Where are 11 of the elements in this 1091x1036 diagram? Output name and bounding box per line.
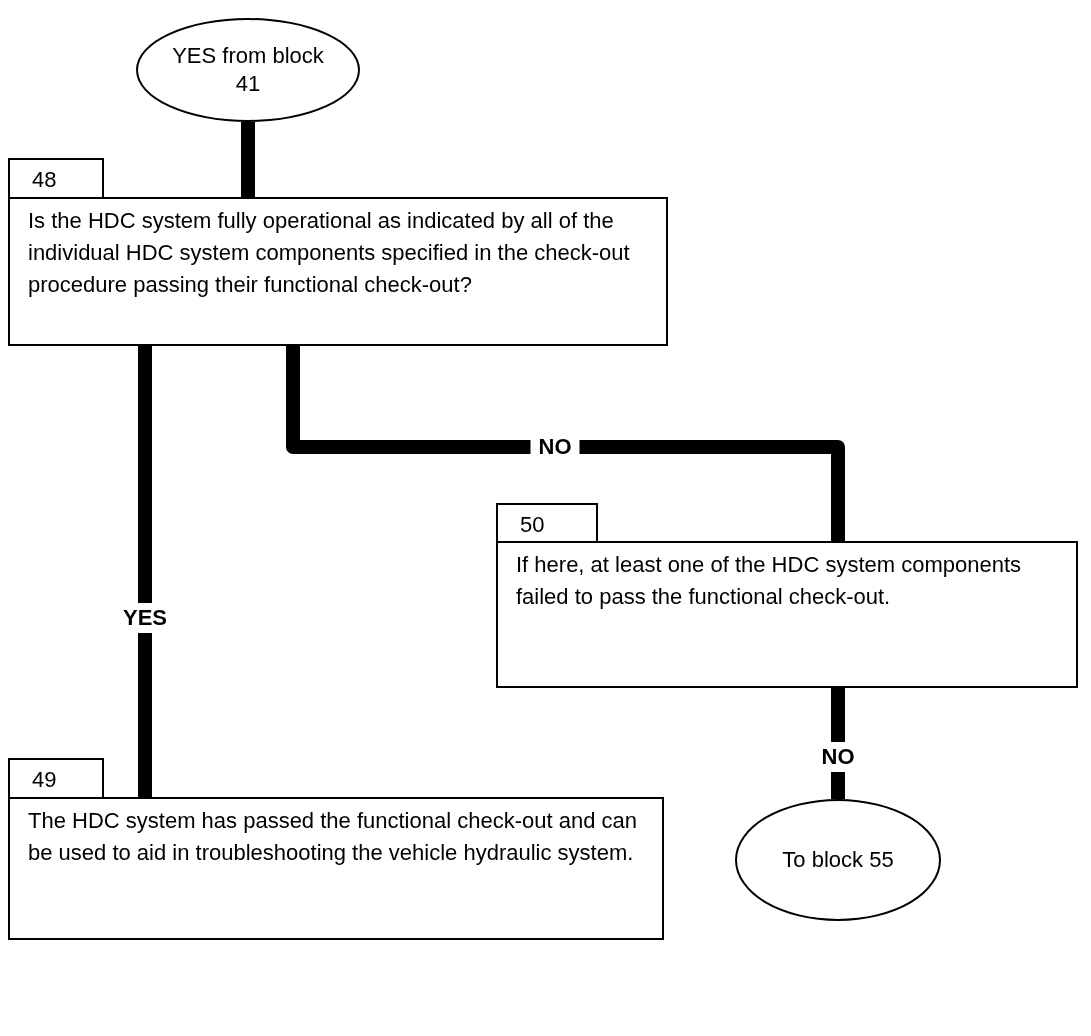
connector-line	[241, 122, 255, 197]
terminal-text: To block 55	[781, 846, 895, 874]
step-text: The HDC system has passed the functional check-out and can be used to aid in troubleshooting the vehicle hydraulic system.	[28, 807, 638, 867]
step-text: If here, at least one of the HDC system components failed to pass the functional check-out.	[516, 551, 1023, 611]
terminal-text: YES from block 41	[171, 42, 325, 98]
connector-line	[138, 346, 152, 797]
connector-line	[286, 346, 845, 541]
block-number: 49	[8, 758, 104, 797]
block-number: 50	[496, 503, 598, 541]
block-number: 48	[8, 158, 104, 197]
step-text: Is the HDC system fully operational as indicated by all of the individual HDC system components specified in the check-out procedure passing their functional check-out?	[28, 207, 631, 299]
